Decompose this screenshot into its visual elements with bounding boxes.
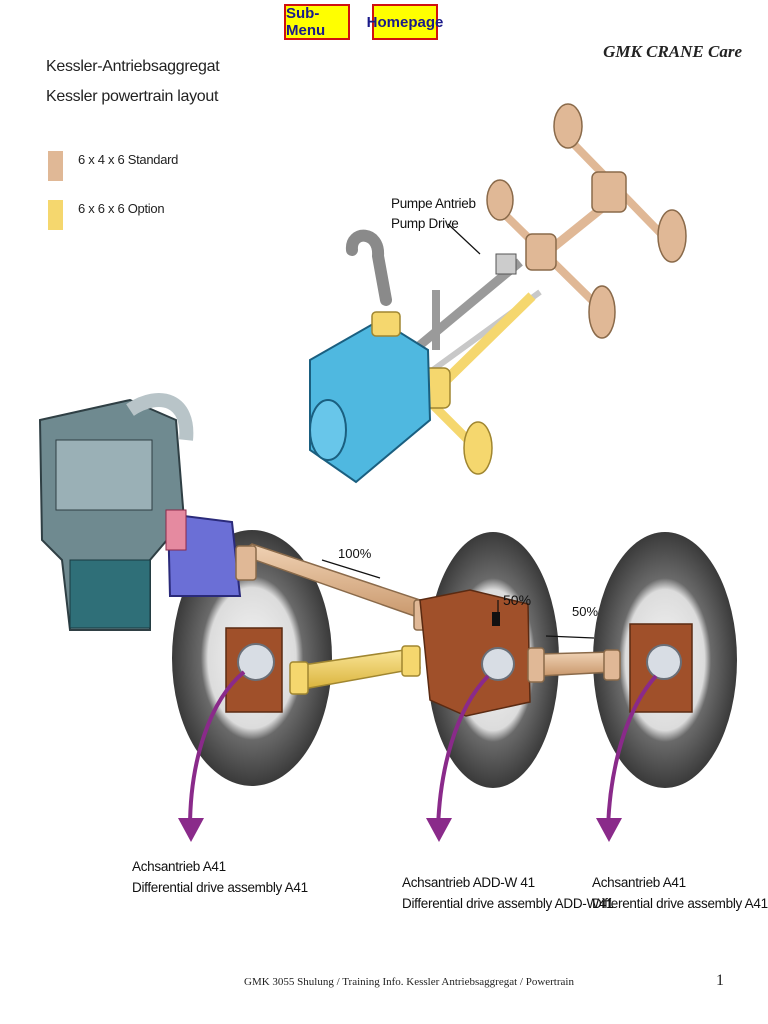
diff-rear-hub — [646, 644, 682, 680]
upper-wheel-3 — [486, 179, 514, 221]
sub-menu-button[interactable]: Sub-Menu — [284, 4, 350, 40]
diff-front-hub — [237, 643, 275, 681]
arrow-left-head — [178, 818, 204, 842]
callout-left-de: Achsantrieb A41 — [132, 859, 226, 874]
upper-engine-flywheel — [309, 399, 347, 461]
legend-swatch-option — [48, 200, 63, 230]
arrow-middle-head — [426, 818, 452, 842]
arrow-right-head — [596, 818, 622, 842]
diff-middle-hub — [481, 647, 515, 681]
title-german: Kessler-Antriebsaggregat — [46, 58, 220, 75]
callout-left: Achsantrieb A41 Differential drive assem… — [132, 856, 308, 898]
upper-pump-drive — [495, 253, 517, 275]
upper-wheel-front — [463, 421, 493, 475]
u-joint-middle-out — [527, 647, 545, 683]
percent-middle: 50% — [503, 592, 532, 608]
upper-chassis-group — [309, 103, 687, 484]
upper-wheel-1 — [553, 103, 583, 149]
upper-yellow-shaft — [432, 292, 536, 394]
percent-front: 100% — [338, 546, 372, 561]
title-english: Kessler powertrain layout — [46, 88, 219, 105]
leader-100 — [321, 559, 381, 579]
homepage-button[interactable]: Homepage — [367, 4, 443, 40]
legend-label-standard: 6 x 4 x 6 Standard — [78, 152, 179, 167]
callout-right-en: Differential drive assembly A41 — [592, 896, 768, 911]
upper-exhaust — [346, 229, 392, 306]
arrow-middle — [436, 674, 490, 829]
callout-middle: Achsantrieb ADD-W 41 Differential drive … — [402, 872, 614, 914]
callout-middle-en: Differential drive assembly ADD-W41 — [402, 896, 614, 911]
engine-oil-pan — [69, 559, 151, 629]
legend-swatch-standard — [48, 151, 63, 181]
arrow-right — [606, 674, 658, 829]
u-joint-rear — [603, 649, 621, 681]
u-joint-front — [235, 545, 257, 581]
u-joint-yellow-right — [401, 645, 421, 677]
upper-turbo — [371, 311, 401, 337]
pump-leader-line — [447, 223, 481, 255]
upper-diff-mid — [525, 233, 557, 271]
upper-wheel-4 — [588, 285, 616, 339]
u-joint-yellow-left — [289, 661, 309, 695]
pump-drive-label-en: Pump Drive — [391, 216, 459, 231]
callout-middle-de: Achsantrieb ADD-W 41 — [402, 875, 535, 890]
callout-right-de: Achsantrieb A41 — [592, 875, 686, 890]
leader-50-rear — [545, 635, 595, 639]
diff-middle — [419, 589, 531, 717]
legend-label-option: 6 x 6 x 6 Option — [78, 201, 165, 216]
callout-right: Achsantrieb A41 Differential drive assem… — [592, 872, 768, 914]
percent-rear: 50% — [572, 604, 599, 619]
page-number: 1 — [716, 972, 724, 989]
arrow-left — [188, 670, 246, 829]
upper-diff-rear — [591, 171, 627, 213]
shaft-middle-to-rear — [539, 651, 613, 677]
gearbox-pto — [165, 509, 187, 551]
pump-drive-label: Pumpe Antrieb Pump Drive — [391, 194, 476, 234]
upper-filler-pipe — [432, 290, 440, 350]
pump-drive-label-de: Pumpe Antrieb — [391, 196, 476, 211]
diff-middle-marker — [492, 612, 500, 626]
engine-cylinder-head — [55, 439, 153, 511]
callout-left-en: Differential drive assembly A41 — [132, 880, 308, 895]
engine-turbo-pipe — [126, 393, 194, 441]
brand-label: GMK CRANE Care — [603, 42, 742, 61]
lower-drivetrain-group — [38, 393, 737, 842]
upper-wheel-2 — [657, 209, 687, 263]
footer-text: GMK 3055 Shulung / Training Info. Kessle… — [244, 976, 574, 988]
